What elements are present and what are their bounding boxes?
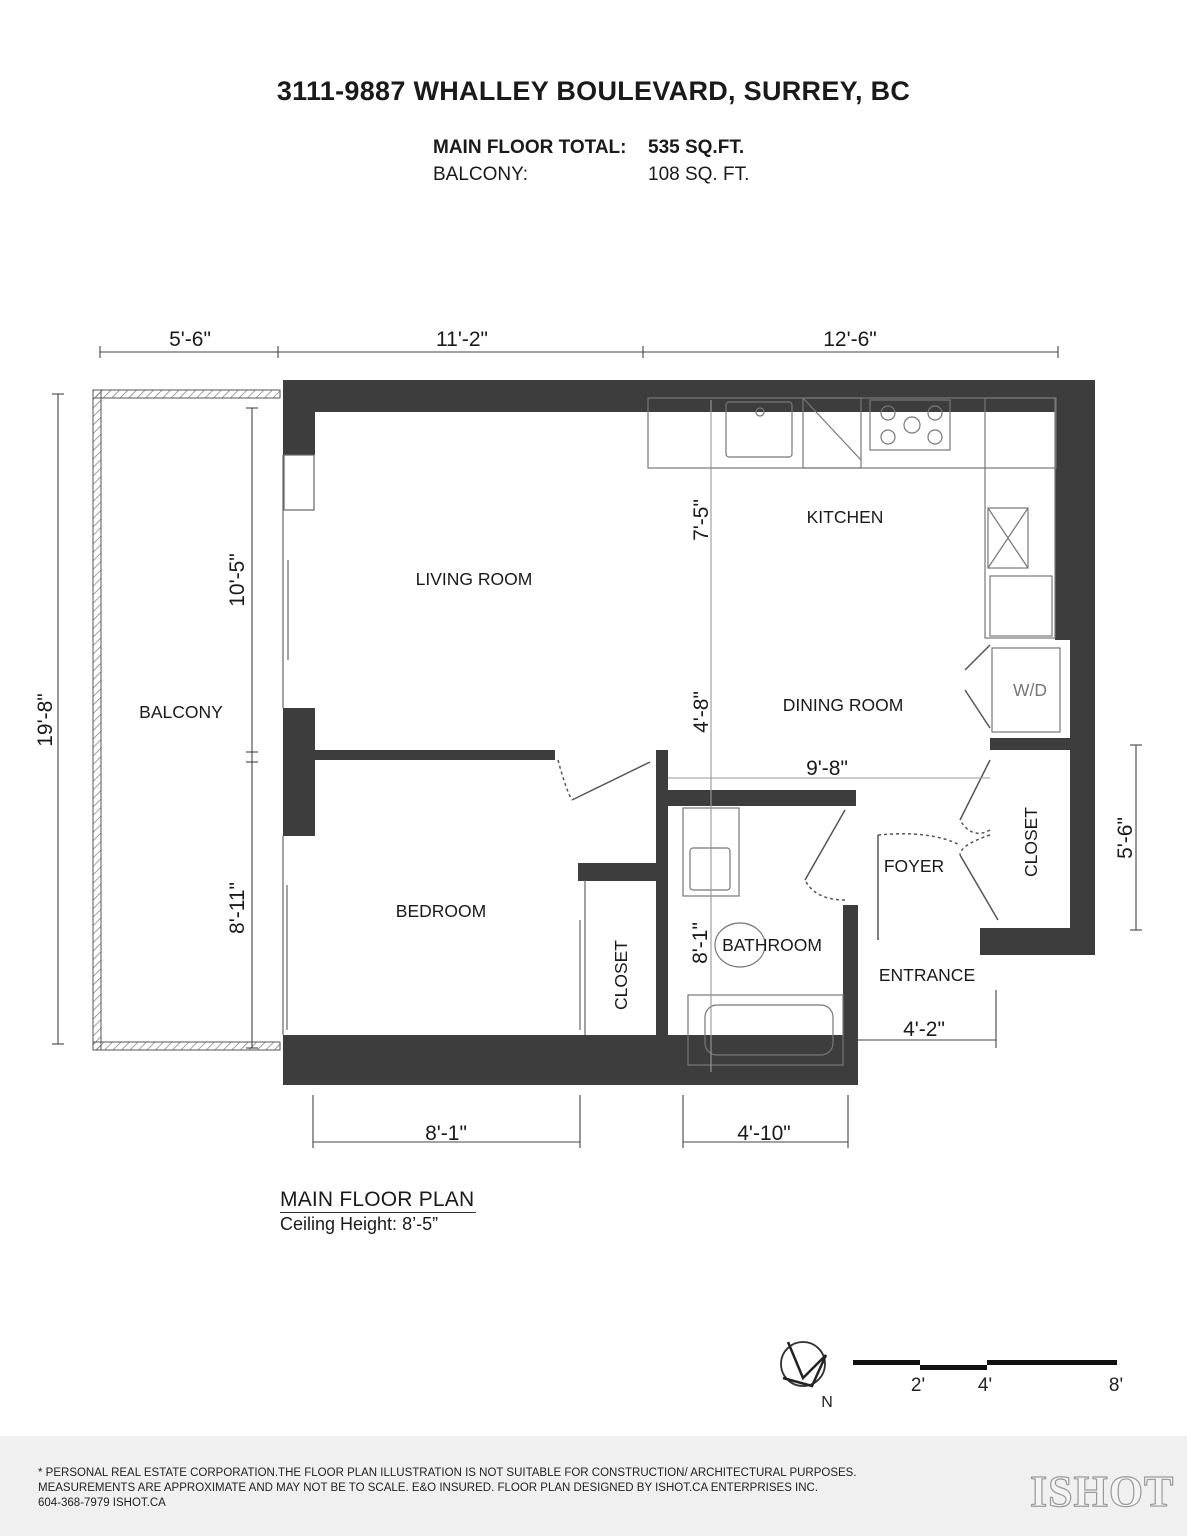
dim-living-depth: 10'-5"	[226, 553, 249, 607]
washer-dryer-label: W/D	[1013, 680, 1047, 700]
ishot-logo: ISHOT	[1029, 1466, 1175, 1516]
disclaimer-line-1: * PERSONAL REAL ESTATE CORPORATION.THE F…	[38, 1467, 857, 1479]
room-label-bedroom: BEDROOM	[396, 901, 486, 921]
room-label-bedroom-closet: CLOSET	[611, 940, 631, 1010]
doors	[557, 644, 999, 940]
main-floor-label: MAIN FLOOR TOTAL:	[433, 137, 627, 158]
dim-balcony-width: 5'-6"	[169, 328, 211, 351]
dimension-lines	[52, 346, 1142, 1148]
north-arrow: N	[780, 1341, 833, 1411]
north-label: N	[821, 1394, 833, 1411]
dim-bedroom-width: 8'-1"	[425, 1122, 467, 1145]
room-label-foyer: FOYER	[884, 856, 944, 876]
scale-label-4: 4'	[978, 1375, 992, 1396]
room-label-bathroom: BATHROOM	[722, 935, 822, 955]
dim-closet-depth: 5'-6"	[1114, 817, 1137, 859]
plan-caption-title: MAIN FLOOR PLAN	[280, 1188, 475, 1211]
kitchen-fixtures	[647, 397, 1061, 733]
footer: * PERSONAL REAL ESTATE CORPORATION.THE F…	[0, 1436, 1187, 1536]
disclaimer: * PERSONAL REAL ESTATE CORPORATION.THE F…	[38, 1466, 857, 1511]
dim-dining-depth: 4'-8"	[690, 691, 713, 733]
disclaimer-line-3: 604-368-7979 ISHOT.CA	[38, 1497, 166, 1509]
walls	[283, 380, 1095, 1085]
balcony-railing	[92, 389, 281, 1051]
room-label-kitchen: KITCHEN	[807, 507, 884, 527]
dim-bedroom-depth: 8'-11"	[226, 882, 249, 934]
windows	[282, 454, 586, 1035]
dim-overall-depth: 19'-8"	[34, 693, 57, 747]
plan-title: 3111-9887 WHALLEY BOULEVARD, SURREY, BC	[276, 76, 911, 106]
dim-entrance-width: 4'-2"	[903, 1018, 945, 1041]
scale-label-8: 8'	[1109, 1375, 1123, 1396]
dim-bath-width: 4'-10"	[737, 1122, 791, 1145]
dim-living-width: 11'-2"	[436, 328, 488, 351]
disclaimer-line-2: MEASUREMENTS ARE APPROXIMATE AND MAY NOT…	[38, 1482, 819, 1494]
main-floor-value: 535 SQ.FT.	[648, 137, 745, 158]
bathroom-fixtures	[682, 807, 844, 1066]
room-label-entrance: ENTRANCE	[879, 965, 975, 985]
plan-caption: MAIN FLOOR PLAN Ceiling Height: 8’-5”	[280, 1188, 476, 1235]
floor-plan-drawing: 5'-6" 11'-2" 12'-6" 19'-8" 10'-5" 8'-11"…	[34, 328, 1142, 1411]
dim-dining-width: 9'-8"	[806, 757, 848, 780]
ceiling-height: Ceiling Height: 8’-5”	[280, 1212, 476, 1235]
scale-bar: 2' 4' 8'	[853, 1360, 1123, 1396]
room-label-living-room: LIVING ROOM	[416, 569, 533, 589]
scale-label-2: 2'	[911, 1375, 925, 1396]
dim-kitchen-depth: 7'-5"	[690, 499, 713, 541]
room-label-balcony: BALCONY	[139, 702, 223, 722]
balcony-area-value: 108 SQ. FT.	[648, 164, 750, 185]
dim-bath-depth: 8'-1"	[689, 922, 712, 964]
dim-kitchen-width: 12'-6"	[823, 328, 877, 351]
balcony-area-label: BALCONY:	[433, 164, 529, 185]
room-label-dining-room: DINING ROOM	[783, 695, 904, 715]
room-label-foyer-closet: CLOSET	[1021, 807, 1041, 877]
